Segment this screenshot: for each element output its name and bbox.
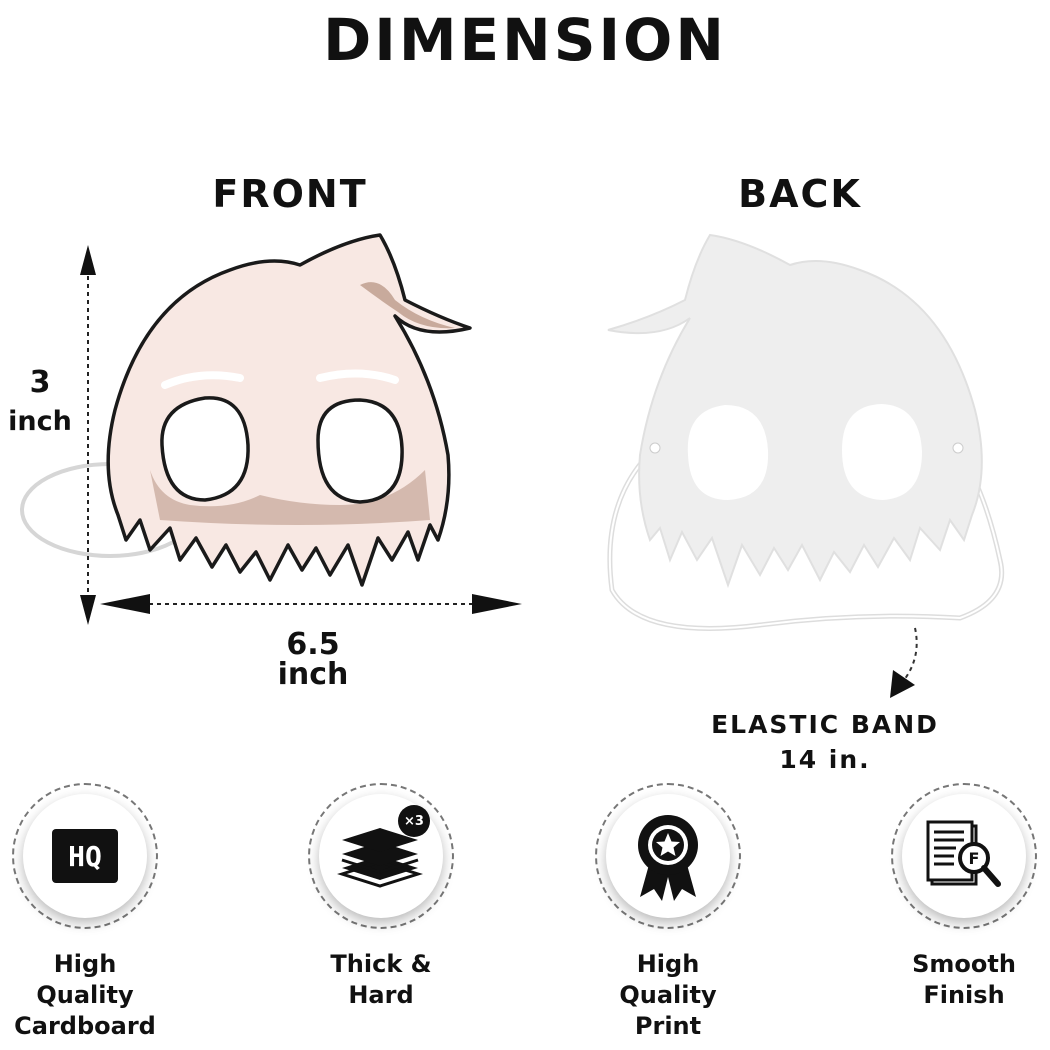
feature-thick-and-hard: ×3 Thick & Hard <box>306 783 456 1011</box>
feature-high-quality-cardboard: HQ High Quality Cardboard <box>10 783 160 1042</box>
feature-label: High Quality Print <box>619 950 717 1040</box>
feature-smooth-finish: F Smooth Finish <box>889 783 1039 1011</box>
hq-icon-text: HQ <box>68 839 102 873</box>
width-unit: inch <box>277 657 349 692</box>
arrow-up-icon <box>80 245 96 275</box>
height-value: 3 <box>29 365 51 400</box>
feature-high-quality-print: High Quality Print <box>593 783 743 1042</box>
elastic-pointer-line <box>899 627 918 686</box>
elastic-band-label: ELASTIC BAND <box>711 710 939 739</box>
award-ribbon-icon <box>638 815 698 901</box>
back-left-eye-hole <box>687 405 769 500</box>
front-right-eye-hole <box>316 398 404 504</box>
back-mask-illustration <box>607 233 1005 698</box>
back-right-eye-hole <box>842 404 922 500</box>
front-cheek-shading <box>150 470 430 525</box>
back-label: BACK <box>738 172 862 216</box>
svg-text:F: F <box>969 849 980 868</box>
back-mask-shape <box>607 233 983 589</box>
document-magnifier-icon: F <box>926 820 1001 887</box>
front-tuft-shading <box>360 282 455 329</box>
feature-circle: HQ <box>12 783 158 929</box>
feature-circle <box>595 783 741 929</box>
layers-icon <box>337 828 423 888</box>
width-value: 6.5 <box>286 627 340 662</box>
arrow-down-icon <box>80 595 96 625</box>
feature-label: Thick & Hard <box>330 950 432 1009</box>
feature-circle: F <box>891 783 1037 929</box>
height-unit: inch <box>8 406 72 437</box>
feature-circle <box>308 783 454 929</box>
feature-label: Smooth Finish <box>912 950 1016 1009</box>
feature-label: High Quality Cardboard <box>14 950 156 1040</box>
multiplier-badge: ×3 <box>398 805 430 837</box>
front-left-eye-hole <box>160 396 250 502</box>
pointer-arrow-icon <box>890 670 915 698</box>
arrow-left-icon <box>100 594 150 614</box>
front-mask-shape <box>106 233 472 587</box>
front-label: FRONT <box>212 172 368 216</box>
elastic-band-length: 14 in. <box>779 745 871 774</box>
front-mask-illustration <box>20 233 522 625</box>
arrow-right-icon <box>472 594 522 614</box>
hq-icon: HQ <box>52 829 118 883</box>
page-title: DIMENSION <box>323 6 727 74</box>
